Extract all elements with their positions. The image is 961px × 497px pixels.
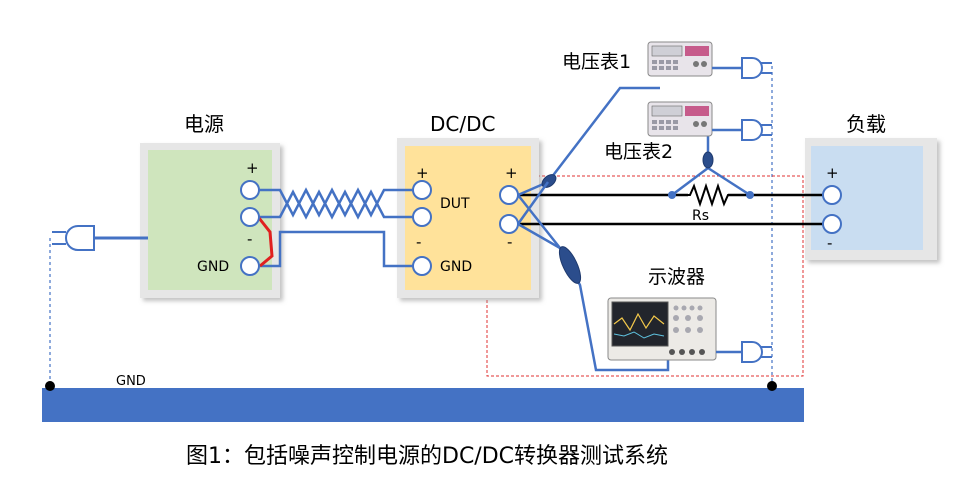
- oscilloscope-probe-wire-b: [517, 194, 561, 249]
- voltmeter1-instrument-icon: [647, 41, 713, 77]
- voltmeter2-plug-icon: [712, 119, 772, 141]
- oscilloscope-instrument-icon: [607, 297, 717, 361]
- resistor-label: Rs: [692, 208, 709, 224]
- psu-gnd-strap: [257, 217, 274, 268]
- voltmeter2-probe-wire-b: [707, 166, 751, 197]
- voltmeter1-plug-icon: [712, 57, 772, 79]
- voltmeter1-probe-ferrite: [541, 174, 557, 188]
- oscilloscope-probe-ferrite: [558, 246, 582, 284]
- oscilloscope-plug-icon: [716, 341, 772, 363]
- psu-plus-terminal: [240, 180, 260, 200]
- oscilloscope-label: 示波器: [648, 266, 705, 288]
- dcdc-minus-in-terminal: [412, 207, 432, 227]
- voltmeter1-probe-wire: [517, 86, 660, 197]
- power-supply-gnd-label: GND: [197, 259, 229, 275]
- figure-caption: 图1：包括噪声控制电源的DC/DC转换器测试系统: [186, 444, 668, 469]
- load-title: 负载: [846, 112, 886, 136]
- dcdc-title: DC/DC: [430, 112, 495, 136]
- psu-minus-terminal: [240, 207, 260, 227]
- dcdc-dut-label: DUT: [440, 196, 470, 212]
- twisted-pair-wires: [259, 187, 420, 220]
- load-minus-terminal: [822, 214, 842, 234]
- load-plus-label: +: [826, 164, 839, 182]
- dcdc-gnd-label: GND: [440, 259, 472, 275]
- voltmeter2-probe-ferrite: [702, 151, 714, 169]
- psu-gnd-terminal: [240, 256, 260, 276]
- power-supply-minus-label: -: [247, 230, 252, 248]
- ground-bar: [42, 388, 804, 422]
- power-plug-left-icon: [52, 225, 148, 251]
- voltmeter2-probe-wire: [671, 132, 710, 196]
- dcdc-plus-out-label: +: [505, 164, 518, 182]
- ground-bar-label: GND: [116, 374, 146, 389]
- voltmeter2-label: 电压表2: [604, 141, 673, 163]
- gnd-wire: [260, 230, 420, 268]
- power-supply-plus-label: +: [246, 159, 259, 177]
- dcdc-plus-in-label: +: [416, 164, 429, 182]
- load-plus-terminal: [822, 185, 842, 205]
- dcdc-minus-out-label: -: [507, 233, 512, 251]
- dcdc-minus-in-label: -: [416, 233, 421, 251]
- dcdc-minus-out-terminal: [499, 214, 519, 234]
- load-minus-label: -: [827, 234, 832, 252]
- oscilloscope-probe-wire: [517, 222, 670, 372]
- voltmeter1-probe-return: [516, 181, 550, 225]
- voltmeter2-instrument-icon: [647, 101, 713, 137]
- ground-node-right: [767, 381, 777, 391]
- ground-node-left: [45, 381, 55, 391]
- dcdc-plus-in-terminal: [412, 180, 432, 200]
- voltmeter1-label: 电压表1: [562, 51, 631, 73]
- dcdc-plus-out-terminal: [499, 185, 519, 205]
- power-supply-title: 电源: [184, 112, 224, 136]
- dcdc-gnd-terminal: [412, 256, 432, 276]
